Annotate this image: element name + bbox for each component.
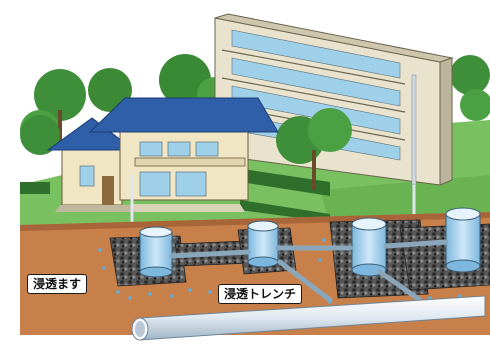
house xyxy=(46,97,279,212)
trench-pipes xyxy=(169,239,449,303)
middle-trees xyxy=(20,108,352,190)
label-infiltration-trench: 浸透トレンチ xyxy=(218,284,303,304)
label-infiltration-basin: 浸透ます xyxy=(27,274,88,294)
apartment-building xyxy=(214,13,454,186)
sewer-pipe xyxy=(131,295,486,341)
infiltration-tanks xyxy=(139,207,481,278)
downspouts xyxy=(130,175,416,230)
